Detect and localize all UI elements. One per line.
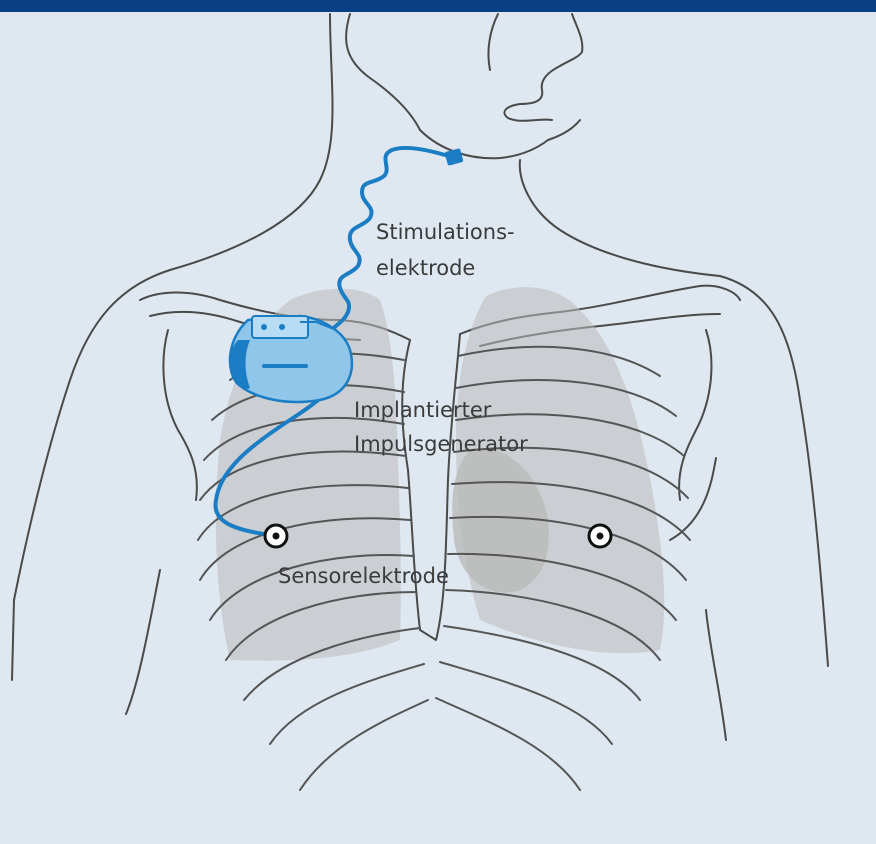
face-profile: [504, 14, 582, 121]
label-generator-line2: Impulsgenerator: [354, 432, 528, 457]
rib-l10: [270, 664, 424, 744]
rib-r10: [440, 662, 612, 744]
shoulder-left: [12, 270, 170, 680]
shoulder-right: [720, 276, 828, 666]
jaw-line: [548, 120, 580, 140]
label-sensor-electrode: Sensorelektrode: [278, 564, 449, 589]
neck-left: [170, 14, 333, 270]
scapula-right: [679, 330, 711, 500]
scapula-left: [163, 330, 196, 500]
sensor-electrode-right: [589, 525, 611, 547]
sternum: [402, 334, 460, 640]
neck-right: [520, 160, 720, 276]
label-stimulation-electrode-line1: Stimulations-: [376, 220, 515, 245]
label-stimulation-electrode-line2: elektrode: [376, 256, 475, 281]
sensor-electrode-left: [265, 525, 287, 547]
header-bar: [0, 0, 876, 12]
label-generator-line1: Implantierter: [354, 398, 491, 423]
head-outline: [346, 14, 548, 158]
arm-right-outer: [706, 610, 726, 740]
stimulation-electrode-tip: [444, 148, 463, 166]
ear-outline: [488, 14, 498, 70]
torso-illustration: [0, 12, 876, 844]
rib-l11: [300, 700, 428, 790]
pulse-generator: [229, 316, 351, 402]
rib-r11: [436, 698, 580, 790]
arm-left-inner: [126, 570, 160, 714]
